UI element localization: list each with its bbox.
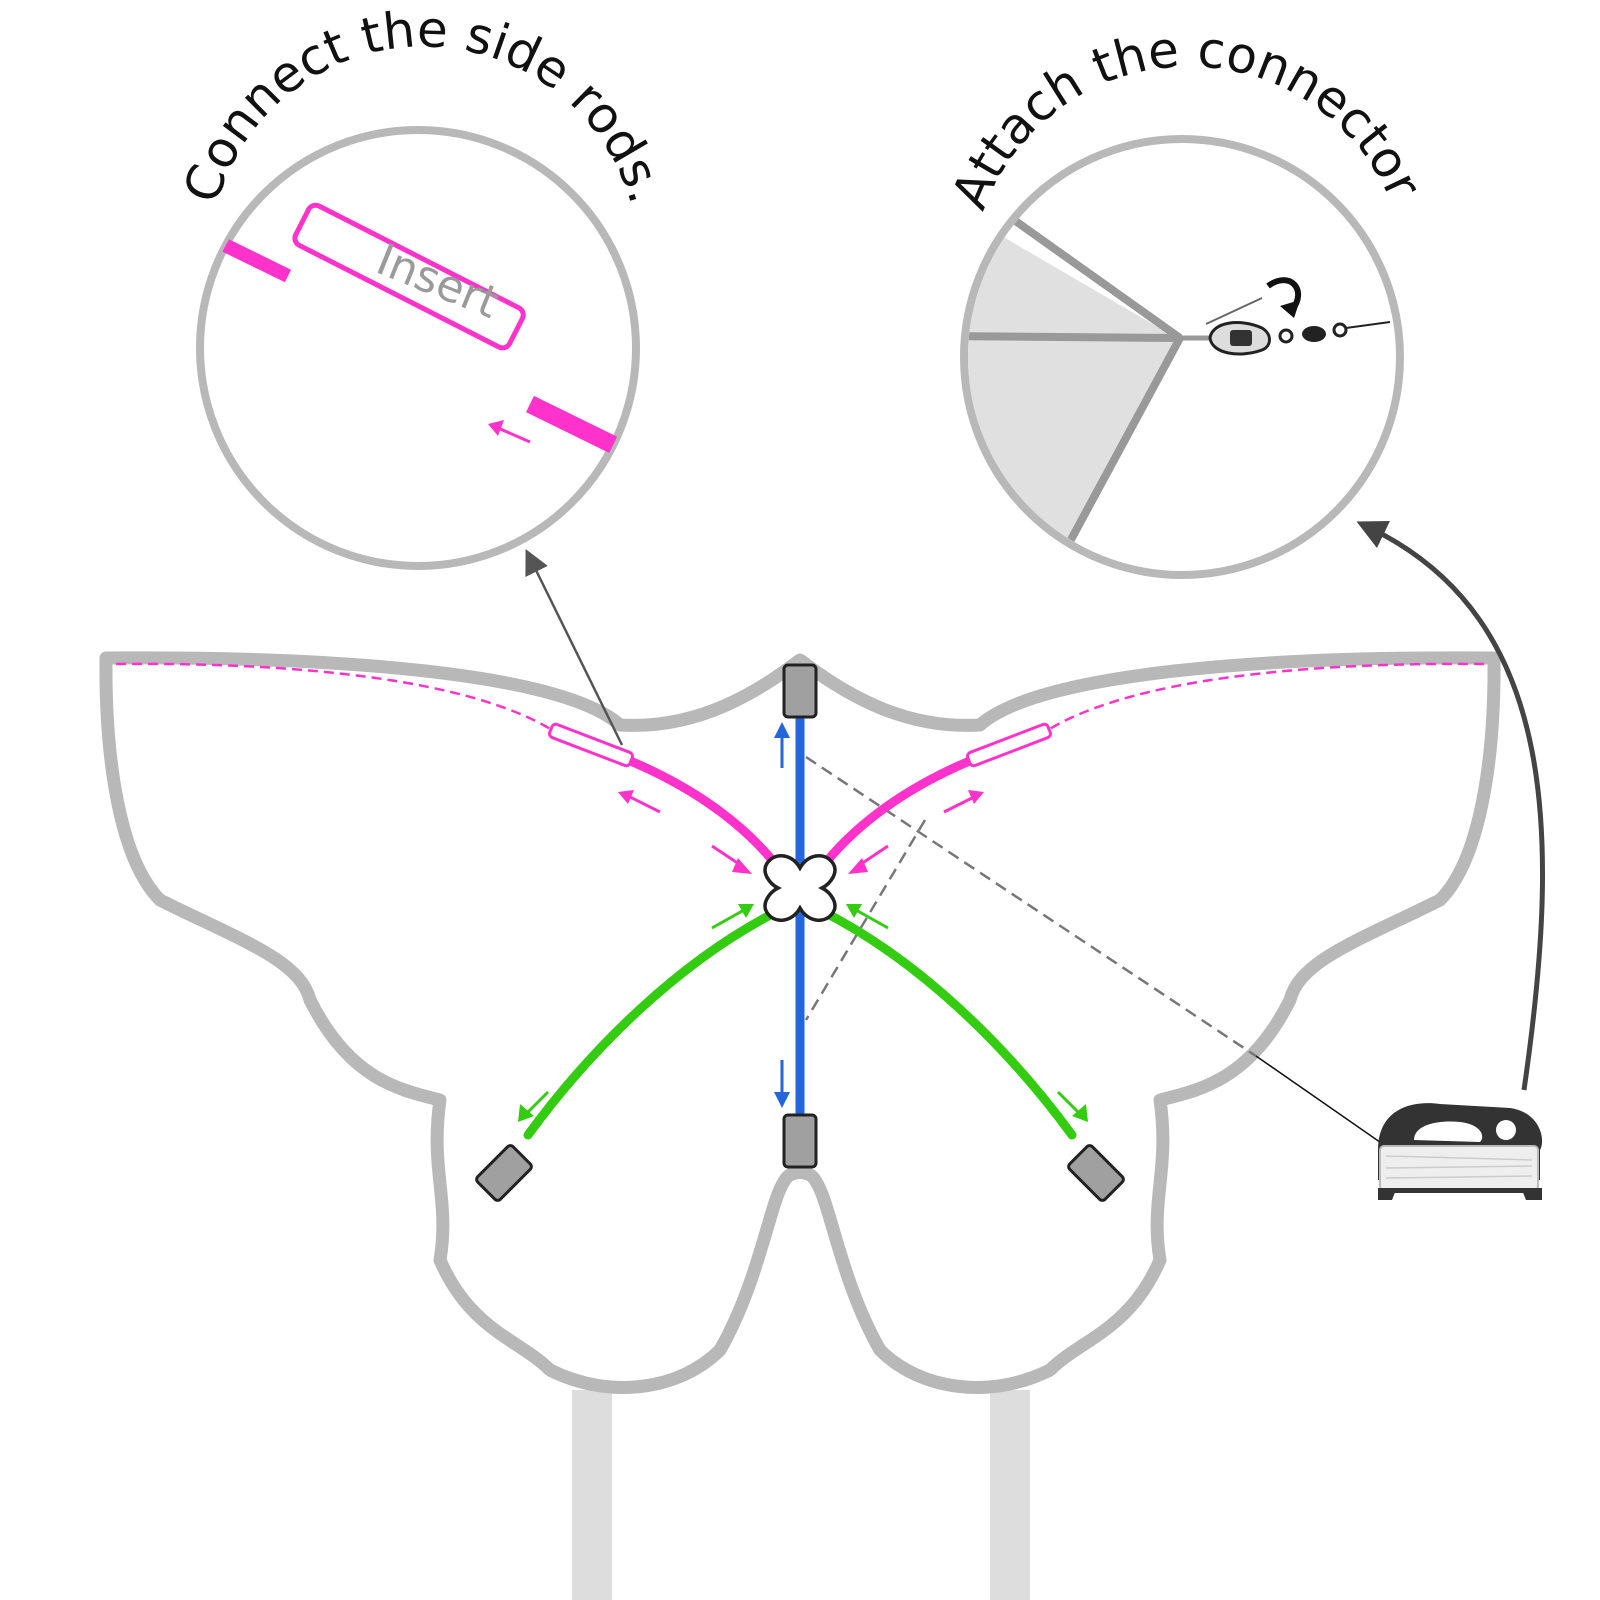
right-callout-pointer: [1356, 521, 1546, 1091]
green-arrow-icon: [518, 904, 1088, 1122]
spine-down-arrow-icon: [774, 1060, 790, 1108]
end-cap-icon: [782, 1113, 818, 1169]
left-tail: [572, 1390, 612, 1600]
spine-up-arrow-icon: [774, 722, 790, 768]
right-callout: [960, 135, 1404, 579]
end-cap-icon: [475, 1144, 533, 1202]
left-callout-pointer: [525, 549, 624, 746]
direction-arrows: [518, 722, 1088, 1122]
end-cap-icon: [782, 663, 818, 719]
end-cap-icon: [1067, 1144, 1125, 1202]
right-tail: [990, 1390, 1030, 1600]
right-rod-ferrule: [966, 722, 1052, 768]
insert-arrow-icon: [488, 420, 531, 444]
side-rods: [548, 722, 1052, 875]
cross-connector-icon: [763, 854, 837, 922]
bridle-lines: [804, 755, 1257, 1058]
left-rod-ferrule: [548, 722, 634, 768]
left-callout: Insert: [196, 126, 640, 570]
flying-line: [1255, 1055, 1401, 1157]
kite-tails: [572, 1390, 1030, 1600]
leading-edge-rods: [115, 662, 1485, 732]
snap-swivel-icon: [1205, 297, 1391, 356]
end-caps: [475, 663, 1125, 1202]
pink-arrow-icon: [618, 790, 984, 874]
attach-arrow-icon: [1266, 277, 1301, 318]
kite-line-winder-icon: [1378, 1103, 1543, 1200]
ferrule-sleeve: [292, 202, 526, 351]
lower-rods: [523, 905, 1077, 1140]
left-callout-circle: [196, 126, 640, 570]
